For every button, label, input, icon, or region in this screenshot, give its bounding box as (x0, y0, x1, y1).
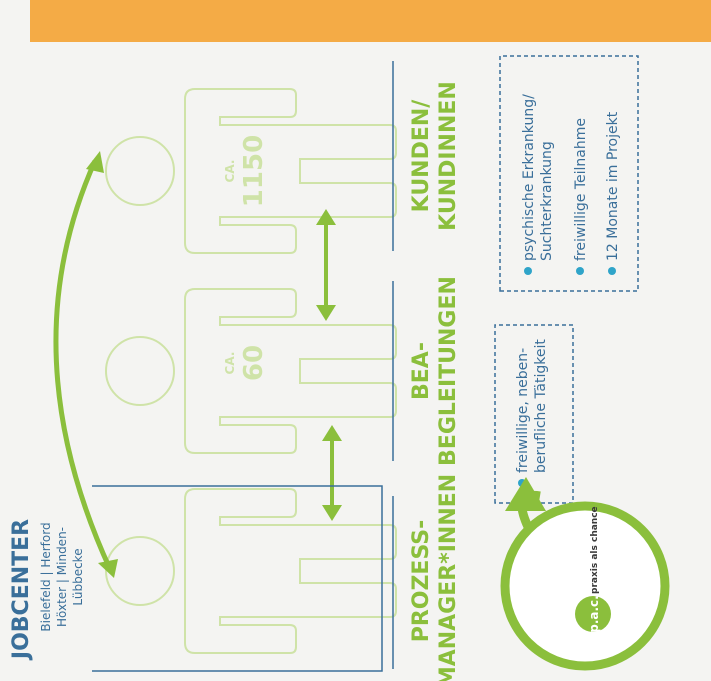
pac-logo: p.a.c. praxis als chance (500, 477, 670, 671)
pac-badge (575, 596, 611, 632)
arrow-managers-bea (322, 425, 342, 521)
pac-mark: p.a.c. (587, 595, 601, 632)
column-heading-process-managers: PROZESS- MANAGER*INNEN (409, 474, 461, 681)
pac-tagline: praxis als chance (590, 506, 600, 594)
bea-count: 60 (239, 345, 269, 381)
customer-note-2: freiwillige Teilnahme (573, 118, 589, 261)
bullet-icon (608, 267, 616, 275)
pac-arrow-head (505, 477, 546, 511)
arrow-jobcenter-customers (53, 151, 118, 578)
bea-count-prefix: CA. (223, 352, 237, 375)
heading-line-1: PROZESS- (409, 520, 434, 643)
customer-note-3: 12 Monate im Projekt (605, 111, 621, 261)
top-banner (30, 0, 711, 42)
customers-count-prefix: CA. (223, 160, 237, 183)
column-heading-bea: BEA- BEGLEITUNGEN (409, 276, 461, 466)
customer-note-1-line-1: psychische Erkrankung/ (521, 94, 537, 261)
bea-note-line-2: berufliche Tätigkeit (533, 339, 549, 473)
heading-line-2: MANAGER*INNEN (436, 474, 461, 681)
bullet-icon (524, 267, 532, 275)
customers-count: 1150 (239, 135, 269, 207)
customer-notes-list: psychische Erkrankung/ Suchterkrankung f… (521, 94, 621, 275)
jobcenter-title: JOBCENTER (9, 519, 34, 661)
column-heading-customers: KUNDEN/ KUNDINNEN (409, 81, 461, 231)
jobcenter-location-1: Bielefeld | Herford (39, 522, 53, 631)
heading-line-1: BEA- (409, 342, 434, 400)
bea-notes-list: freiwillige, neben- berufliche Tätigkeit (515, 339, 549, 487)
process-managers-outline (92, 485, 383, 672)
heading-line-1: KUNDEN/ (409, 99, 434, 213)
heading-line-2: KUNDINNEN (436, 81, 461, 231)
pac-ring (500, 501, 670, 671)
bullet-icon (576, 267, 584, 275)
bea-note-line-1: freiwillige, neben- (515, 348, 531, 473)
customer-note-1-line-2: Suchterkrankung (539, 141, 555, 261)
jobcenter-location-3: Lübbecke (71, 548, 85, 605)
person-figure-process-managers (105, 488, 397, 654)
arrow-bea-customers (316, 209, 336, 321)
jobcenter-label: JOBCENTER Bielefeld | Herford Höxter | M… (9, 519, 85, 661)
customer-notes-box (499, 55, 639, 292)
jobcenter-location-2: Höxter | Minden- (55, 527, 69, 627)
heading-line-2: BEGLEITUNGEN (436, 276, 461, 466)
